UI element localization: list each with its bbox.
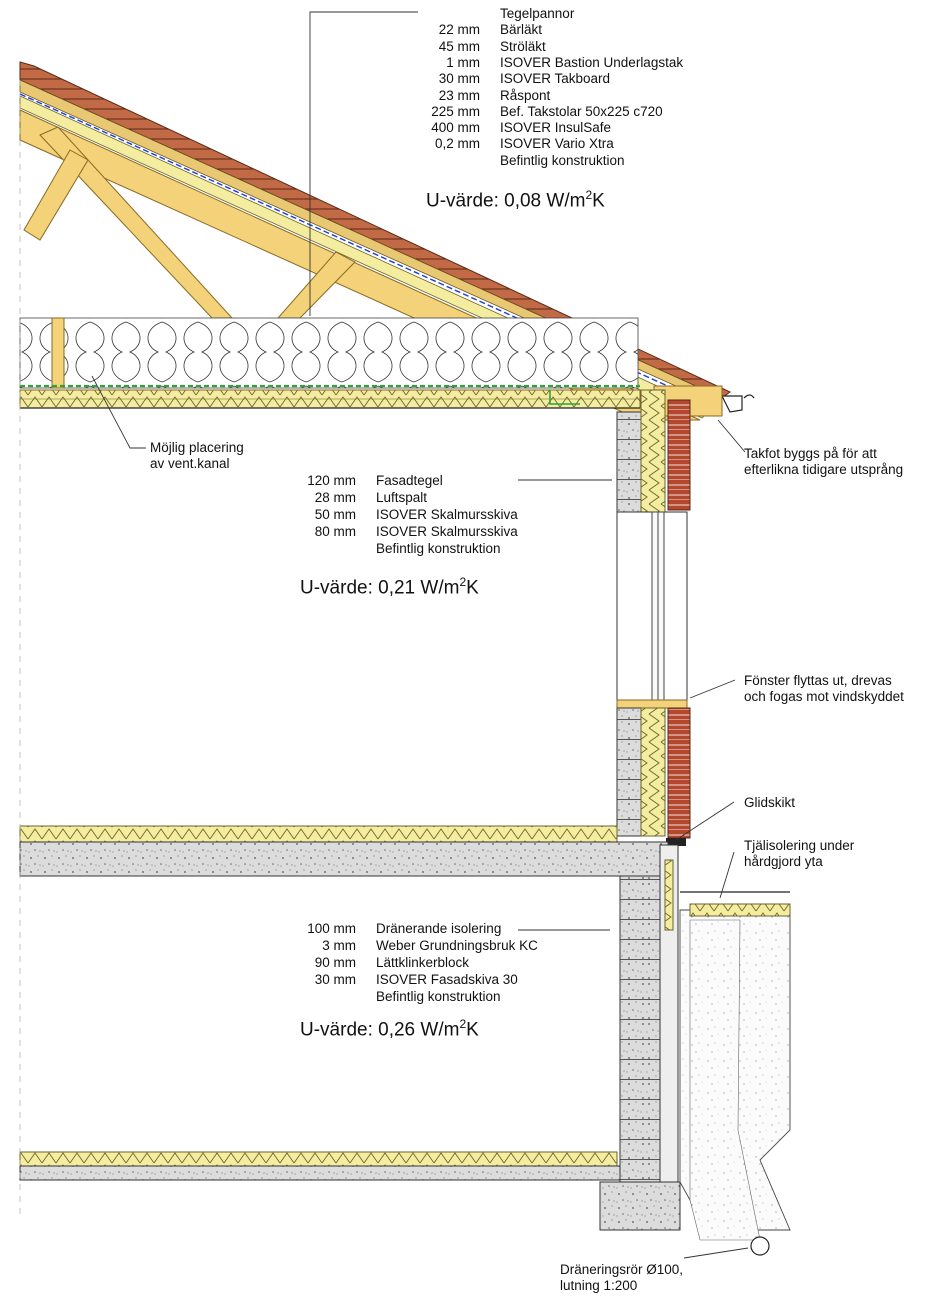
wall-material-0: Fasadtegel bbox=[376, 473, 443, 488]
eave-note-line1: Takfot byggs på för att bbox=[744, 446, 877, 461]
eave-leader bbox=[717, 419, 746, 453]
roof-leader bbox=[309, 11, 418, 316]
frost-note-line1: Tjälisolering under bbox=[744, 838, 855, 853]
wall-material-4: Befintlig konstruktion bbox=[376, 541, 501, 556]
basement-material-2: Lättklinkerblock bbox=[376, 955, 470, 970]
frost-leader bbox=[719, 851, 735, 899]
roof-u-value: U-värde: 0,08 W/m2K bbox=[426, 188, 605, 212]
basement-material-4: Befintlig konstruktion bbox=[376, 989, 501, 1004]
vent-note-line2: av vent.kanal bbox=[150, 456, 230, 471]
roof-thickness-1: 22 mm bbox=[438, 22, 480, 38]
roof-material-9: Befintlig konstruktion bbox=[500, 152, 625, 168]
basement-u-value: U-värde: 0,26 W/m2K bbox=[300, 1017, 479, 1041]
wall-thickness-0: 120 mm bbox=[307, 473, 356, 488]
basement-thickness-2: 90 mm bbox=[314, 955, 356, 970]
wall-material-2: ISOVER Skalmursskiva bbox=[376, 507, 518, 522]
basement-material-3: ISOVER Fasadskiva 30 bbox=[376, 972, 518, 987]
wall-material-1: Luftspalt bbox=[376, 490, 428, 505]
roof-material-3: ISOVER Bastion Underlagstak bbox=[500, 54, 684, 70]
roof-thickness-3: 1 mm bbox=[446, 54, 480, 70]
basement-material-1: Weber Grundningsbruk KC bbox=[376, 938, 538, 953]
roof-material-8: ISOVER Vario Xtra bbox=[500, 136, 614, 152]
wall-thickness-1: 28 mm bbox=[314, 490, 356, 505]
roof-material-1: Bärläkt bbox=[500, 22, 543, 38]
drain-note-line2: lutning 1:200 bbox=[560, 1278, 638, 1293]
basement-wall bbox=[599, 844, 791, 1256]
basement-material-0: Dränerande isolering bbox=[376, 921, 502, 936]
eave-note-line2: efterlikna tidigare utsprång bbox=[744, 462, 904, 477]
roof-thickness-4: 30 mm bbox=[438, 71, 480, 87]
window-note-line1: Fönster flyttas ut, drevas bbox=[744, 673, 892, 688]
upper-wall bbox=[616, 389, 691, 846]
frost-note-line2: hårdgjord yta bbox=[744, 854, 823, 869]
vent-note-line1: Möjlig placering bbox=[150, 440, 244, 455]
basement-thickness-1: 3 mm bbox=[322, 938, 356, 953]
roof-thickness-7: 400 mm bbox=[431, 120, 480, 136]
roof-thickness-5: 23 mm bbox=[438, 87, 480, 103]
wall-u-value: U-värde: 0,21 W/m2K bbox=[300, 575, 479, 599]
roof-material-7: ISOVER InsulSafe bbox=[500, 120, 612, 136]
roof-material-6: Bef. Takstolar 50x225 c720 bbox=[500, 103, 663, 119]
slide-note: Glidskikt bbox=[744, 795, 796, 810]
roof-material-5: Råspont bbox=[500, 87, 551, 103]
vent-leader bbox=[91, 375, 146, 449]
basement-thickness-0: 100 mm bbox=[307, 921, 356, 936]
roof-material-0: Tegelpannor bbox=[500, 6, 575, 21]
roof-material-2: Ströläkt bbox=[500, 38, 546, 54]
roof-material-4: ISOVER Takboard bbox=[500, 71, 611, 87]
roof-thickness-2: 45 mm bbox=[438, 38, 480, 54]
window-note-line2: och fogas mot vindskyddet bbox=[744, 689, 904, 704]
roof-thickness-6: 225 mm bbox=[431, 103, 480, 119]
slide-leader bbox=[675, 801, 735, 841]
roof-thickness-8: 0,2 mm bbox=[434, 136, 480, 152]
drain-note-line1: Dräneringsrör Ø100, bbox=[560, 1262, 684, 1277]
leader-lines bbox=[91, 11, 749, 1259]
drain-leader bbox=[683, 1247, 749, 1259]
window-leader bbox=[689, 679, 736, 699]
wall-thickness-2: 50 mm bbox=[314, 507, 356, 522]
wall-material-3: ISOVER Skalmursskiva bbox=[376, 524, 518, 539]
basement-thickness-3: 30 mm bbox=[314, 972, 356, 987]
floor-slabs bbox=[19, 825, 669, 1181]
attic-insulation bbox=[19, 317, 641, 409]
wall-thickness-3: 80 mm bbox=[314, 524, 356, 539]
